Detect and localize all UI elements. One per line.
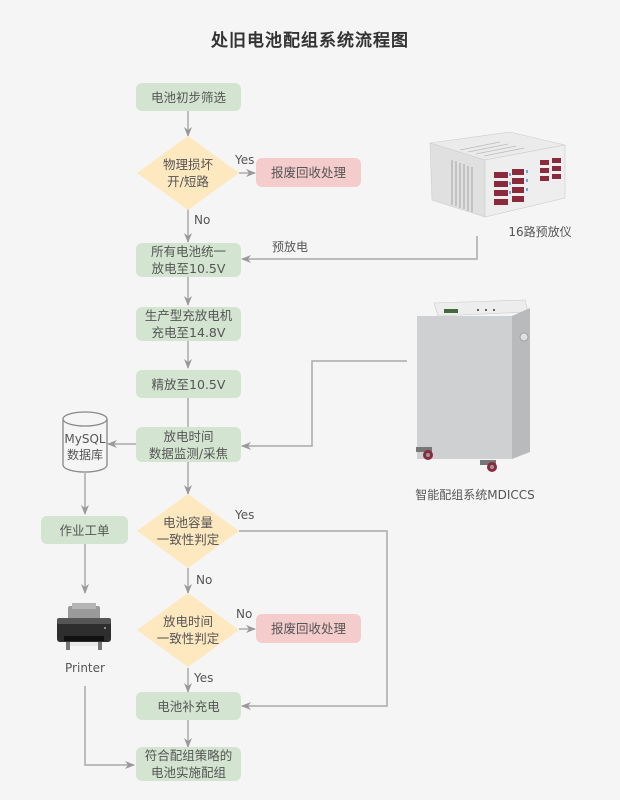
node-label: 物理损坏 <box>162 157 213 172</box>
node-label: 放电时间 <box>163 428 214 444</box>
decision-time <box>137 593 239 667</box>
predischarger-device-image <box>429 131 566 218</box>
node-label: 放电至10.5V <box>151 261 226 276</box>
node-label: 一致性判定 <box>156 631 220 646</box>
node-data-monitoring: 放电时间 数据监测/采焦 <box>136 427 241 462</box>
node-label: 符合配组策略的 <box>144 748 233 763</box>
edge-label-time-no: No <box>236 607 253 621</box>
edge-mdiccs-monitor <box>241 360 407 450</box>
edge-label-time-yes: Yes <box>194 671 214 685</box>
node-label: 电池初步筛选 <box>150 89 226 105</box>
edge-predischarger-discharge <box>241 236 478 263</box>
node-label: 报废回收处理 <box>270 621 346 636</box>
node-production-charge: 生产型充放电机 充电至14.8V <box>136 307 241 341</box>
edge-label-predischarge: 预放电 <box>272 240 309 254</box>
node-label: 作业工单 <box>59 522 110 538</box>
database-label: MySQL 数据库 <box>63 429 107 465</box>
node-label: 所有电池统一 <box>150 244 226 259</box>
node-label: 电池实施配组 <box>150 765 226 780</box>
decision-damage <box>137 136 239 210</box>
node-label: 生产型充放电机 <box>144 308 233 323</box>
edge-label-capacity-no: No <box>196 573 213 587</box>
node-work-order: 作业工单 <box>41 516 128 544</box>
node-label: 电池补充电 <box>157 698 220 714</box>
edge-label-capacity-yes: Yes <box>235 508 255 522</box>
predischarger-caption: 16路预放仪 <box>508 225 572 239</box>
node-label: 电池容量 <box>162 515 213 530</box>
node-label: MySQL <box>64 432 106 446</box>
decision-capacity-label: 电池容量 一致性判定 <box>137 513 239 549</box>
mdiccs-device-image <box>416 299 530 472</box>
decision-time-label: 放电时间 一致性判定 <box>137 612 239 648</box>
node-label: 开/短路 <box>167 174 209 189</box>
decision-damage-label: 物理损坏 开/短路 <box>137 155 239 191</box>
diagram-title: 处旧电池配组系统流程图 <box>211 31 409 51</box>
node-label: 精放至10.5V <box>151 376 226 392</box>
node-initial-screening: 电池初步筛选 <box>136 83 241 111</box>
node-label: 一致性判定 <box>156 532 220 547</box>
node-label: 充电至14.8V <box>151 325 226 340</box>
node-scrap-recycle-1: 报废回收处理 <box>256 158 361 187</box>
node-recharge: 电池补充电 <box>136 692 241 720</box>
edge-label-damage-yes: Yes <box>235 153 255 167</box>
node-fine-discharge: 精放至10.5V <box>136 370 241 398</box>
edge-label-damage-no: No <box>194 213 211 227</box>
node-label: 报废回收处理 <box>270 165 346 180</box>
node-unified-discharge: 所有电池统一 放电至10.5V <box>136 243 241 277</box>
node-scrap-recycle-2: 报废回收处理 <box>256 614 361 643</box>
database-icon <box>62 411 108 473</box>
edge-printer-final <box>84 686 135 769</box>
caster-wheel-icon <box>416 447 497 472</box>
node-label: 数据监测/采焦 <box>148 445 229 461</box>
node-final-grouping: 符合配组策略的 电池实施配组 <box>136 747 241 781</box>
decision-capacity <box>137 494 239 568</box>
mdiccs-caption: 智能配组系统MDICCS <box>415 488 535 502</box>
printer-icon <box>57 603 111 650</box>
edge-capacity-recharge <box>239 530 388 710</box>
node-label: 数据库 <box>66 448 103 462</box>
node-label: 放电时间 <box>162 614 213 629</box>
printer-label: Printer <box>65 661 105 675</box>
